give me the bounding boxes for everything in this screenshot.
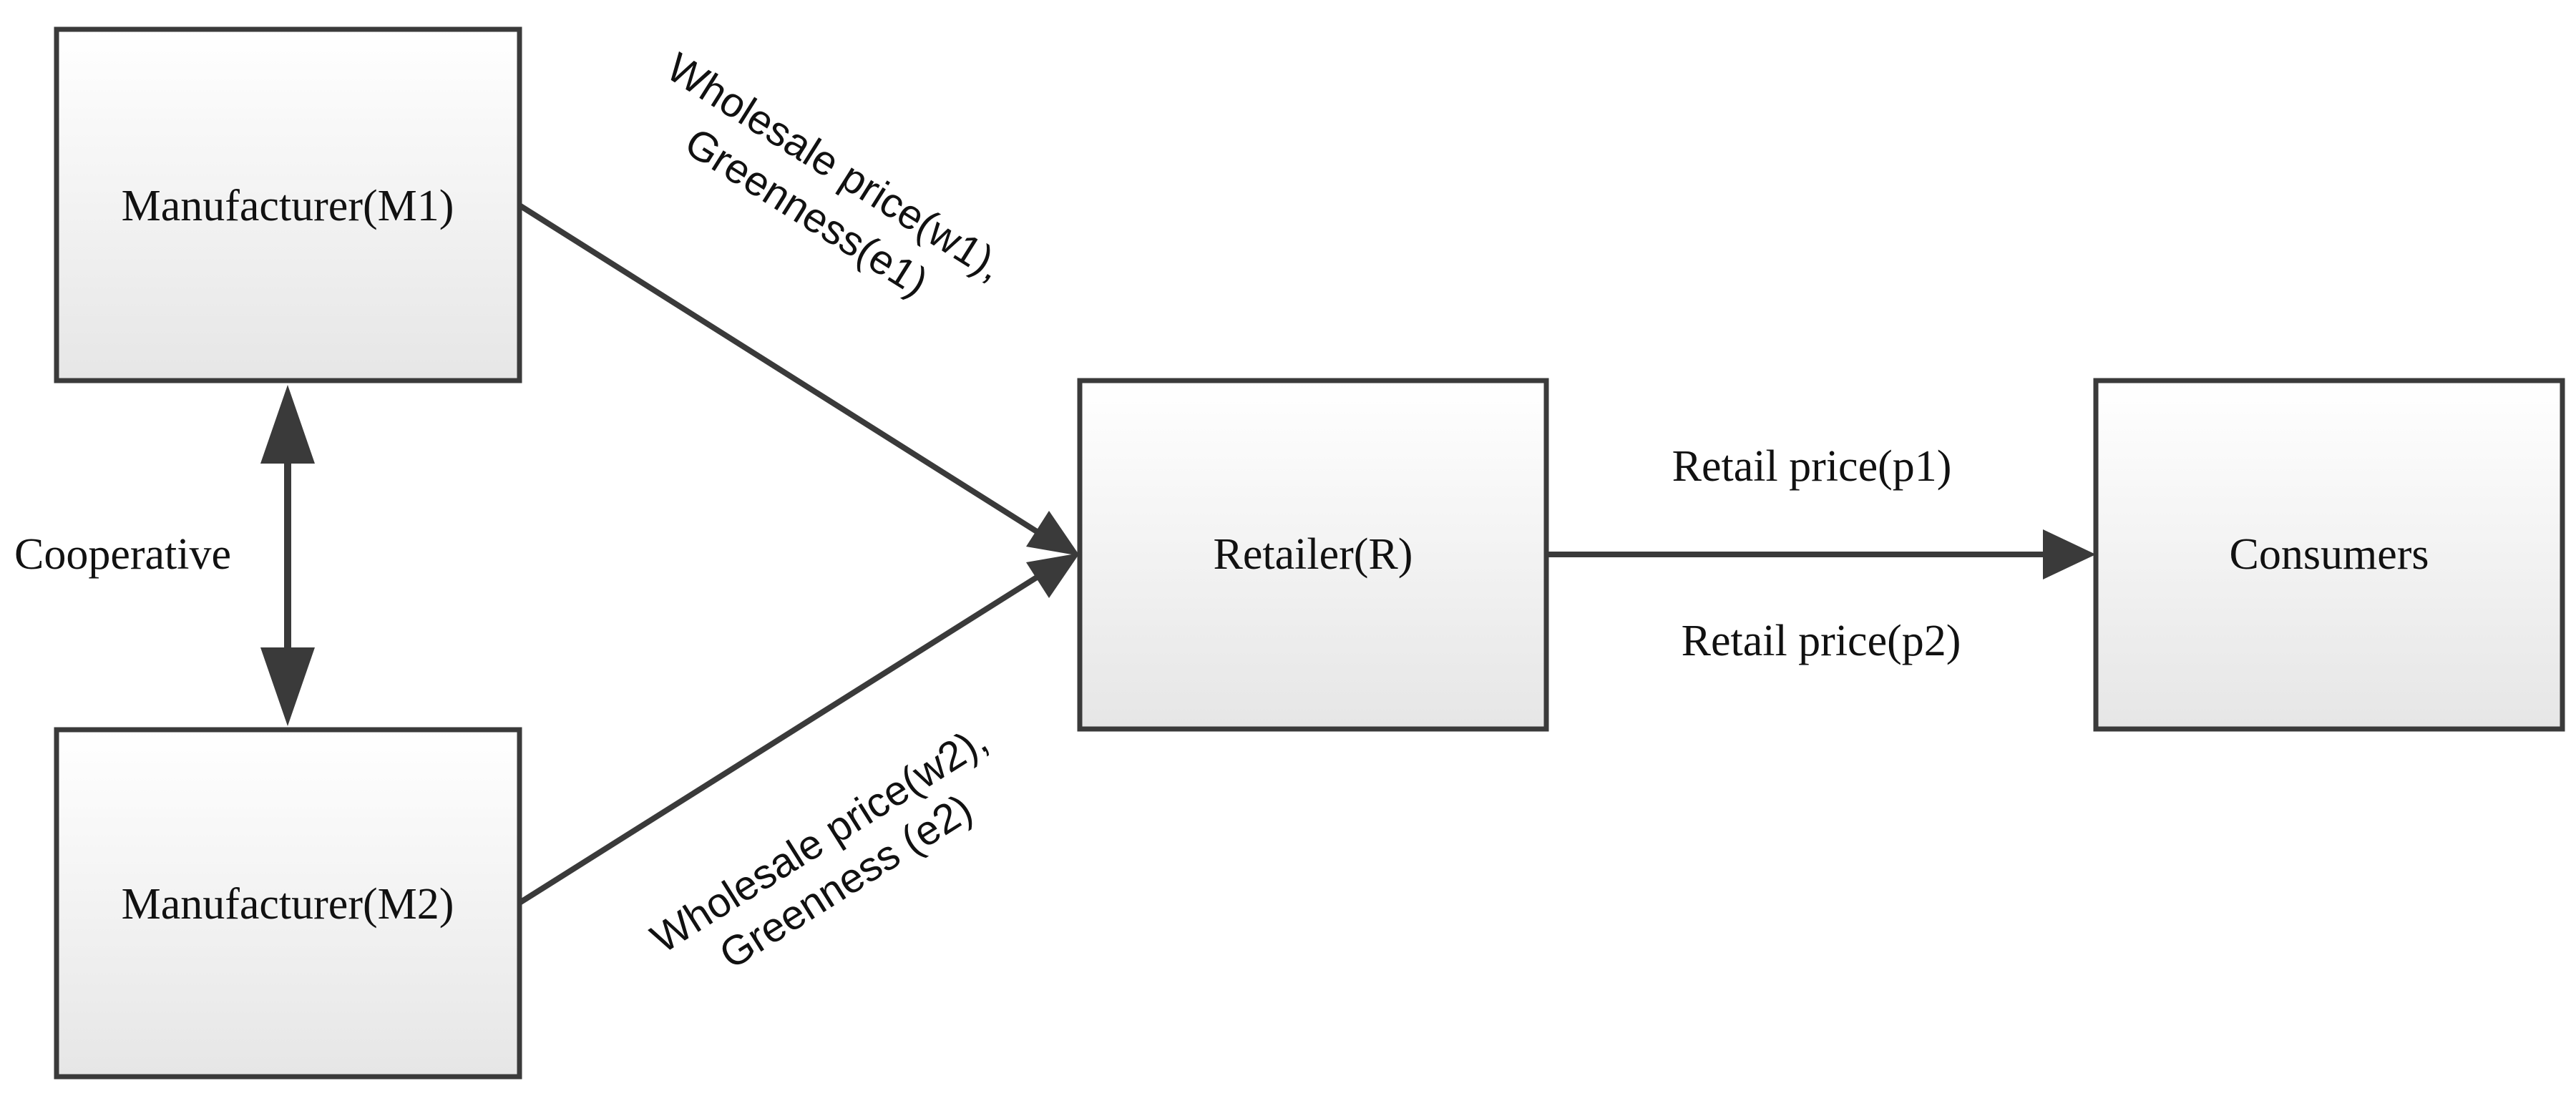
m2-arrow-label-group: Wholesale price(w2), Greenness (e2) bbox=[643, 716, 995, 978]
retailer-label: Retailer(R) bbox=[1214, 530, 1413, 579]
manufacturer-m2-label: Manufacturer(M2) bbox=[122, 880, 454, 929]
cooperative-label: Cooperative bbox=[14, 530, 231, 579]
m1-arrow-label-group: Wholesale price(w1), Greenness(e1) bbox=[659, 44, 1012, 305]
retail-price-p1-label: Retail price(p1) bbox=[1672, 442, 1952, 491]
consumers-label: Consumers bbox=[2230, 530, 2429, 579]
manufacturer-m1-node: Manufacturer(M1) bbox=[54, 26, 522, 383]
manufacturer-m2-node: Manufacturer(M2) bbox=[54, 727, 522, 1080]
manufacturer-m1-label: Manufacturer(M1) bbox=[122, 182, 454, 230]
m2-to-retailer-arrow bbox=[517, 553, 1080, 906]
m1-to-retailer-arrow bbox=[517, 202, 1080, 556]
retailer-node: Retailer(R) bbox=[1077, 378, 1549, 732]
retail-price-p2-label: Retail price(p2) bbox=[1682, 617, 1961, 665]
consumers-node: Consumers bbox=[2093, 378, 2565, 732]
cooperative-double-arrow bbox=[260, 385, 315, 726]
retailer-to-consumers-arrow bbox=[1546, 529, 2096, 579]
